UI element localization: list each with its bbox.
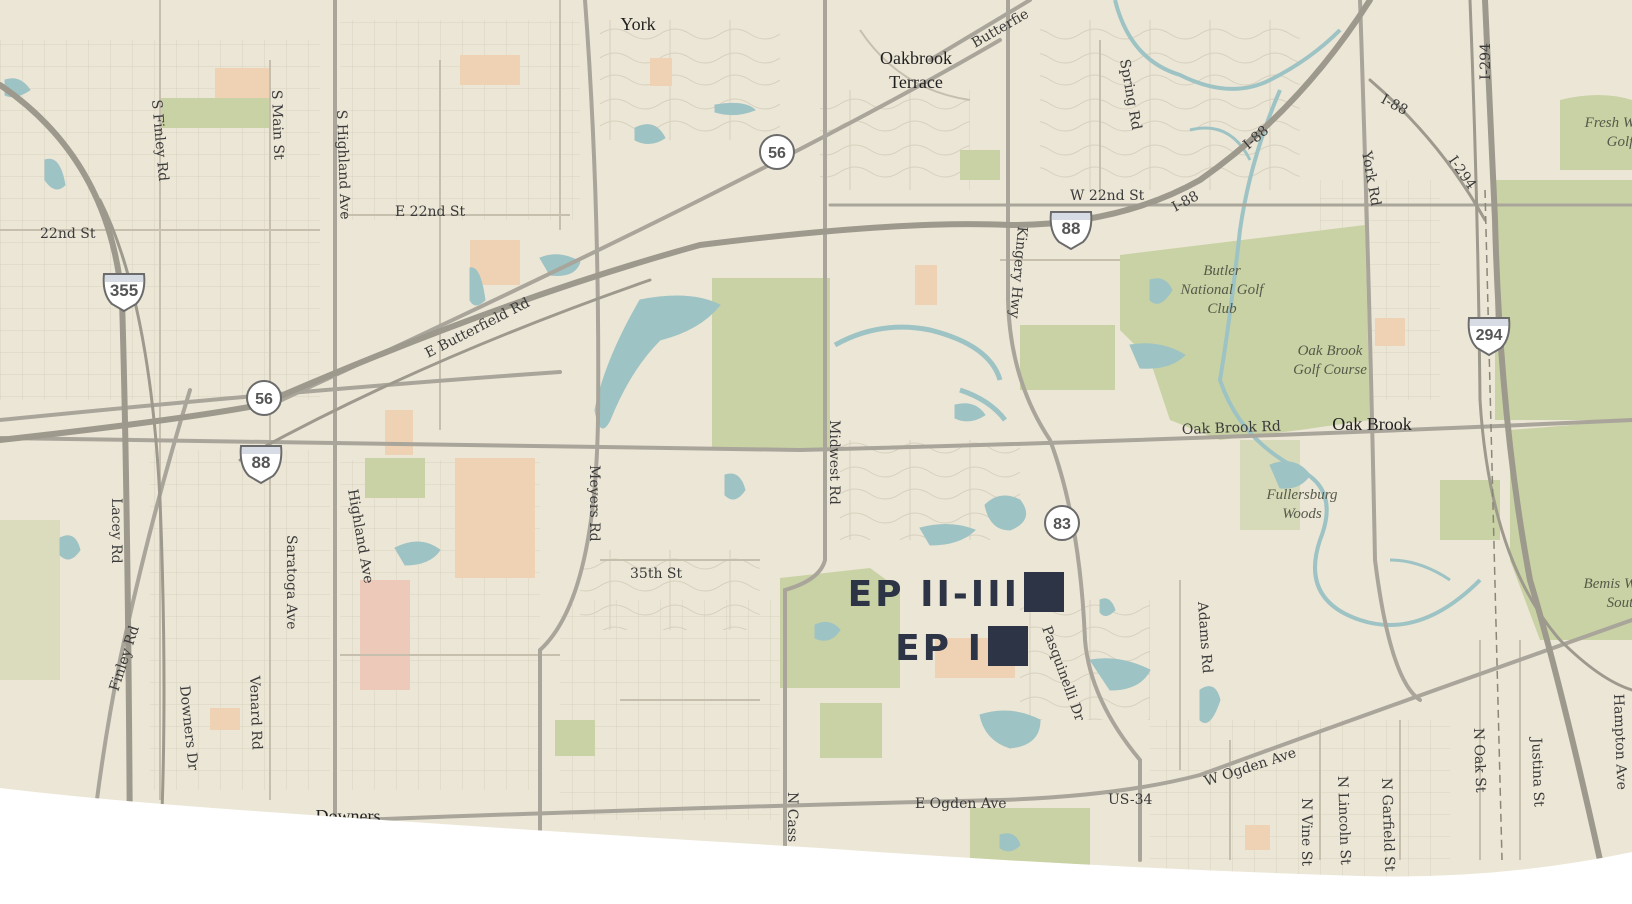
street-us34: US-34 — [1108, 792, 1153, 808]
interstate-88-west-number: 88 — [252, 453, 271, 472]
ep-markers[interactable]: EP II-III EP I — [848, 572, 1064, 669]
park-fullersburg-2: Woods — [1282, 506, 1322, 522]
route-56-north-shield: 56 — [759, 134, 795, 170]
interstate-294-shield: 294 — [1467, 317, 1511, 357]
street-justina: Justina St — [1528, 736, 1546, 808]
street-s-main: S Main St — [268, 90, 286, 161]
interstate-355-shield: 355 — [102, 273, 146, 313]
street-n-garfield: N Garfield St — [1378, 778, 1397, 873]
interstate-88-east-shield: 88 — [1049, 211, 1093, 251]
park-fresh-2: Golf — [1607, 134, 1632, 150]
city-downers-grove-line2: Grove — [326, 830, 371, 850]
park-oakbrook-golf-2: Golf Course — [1293, 362, 1367, 378]
water-bodies — [4, 0, 1482, 852]
street-n-lincoln: N Lincoln St — [1334, 776, 1353, 866]
route-83-shield: 83 — [1044, 505, 1080, 541]
street-e-22nd: E 22nd St — [395, 204, 466, 220]
marker-ep-ii-iii-square[interactable] — [1024, 572, 1064, 612]
park-bemis-2: Sout — [1607, 595, 1632, 611]
park-butler-1: Butler — [1203, 263, 1241, 279]
city-oak-brook: Oak Brook — [1332, 414, 1412, 434]
street-s-finley: S Finley Rd — [148, 99, 171, 182]
street-n-vine: N Vine St — [1298, 798, 1314, 866]
park-butler-2: National Golf — [1180, 282, 1266, 298]
route-83-number: 83 — [1053, 516, 1071, 533]
city-downers-grove-line1: Downers — [316, 806, 381, 826]
major-roads — [0, 0, 1632, 862]
street-n-cass: N Cass Ave — [784, 792, 800, 872]
interstate-294-number: 294 — [1476, 327, 1503, 344]
city-oakbrook-terrace-line1: Oakbrook — [880, 48, 952, 68]
minor-roads — [0, 0, 1521, 860]
commercial-areas — [210, 55, 1405, 850]
street-meyers: Meyers Rd — [586, 465, 602, 542]
park-oakbrook-golf-1: Oak Brook — [1298, 343, 1363, 359]
street-s-highland: S Highland Ave — [333, 110, 353, 220]
interstate-88-west-shield: 88 — [239, 445, 283, 485]
parks — [0, 95, 1632, 868]
marker-ep-i-label[interactable]: EP I — [895, 628, 984, 669]
county-line — [1484, 189, 1503, 861]
street-adams: Adams Rd — [1194, 600, 1215, 674]
park-bemis-1: Bemis W — [1584, 576, 1632, 592]
interstate-88-east-number: 88 — [1062, 219, 1081, 238]
city-york: York — [620, 14, 655, 34]
route-56-north-number: 56 — [768, 145, 786, 162]
route-56-south-number: 56 — [255, 391, 273, 408]
interstates — [0, 0, 1632, 863]
interstate-355-number: 355 — [110, 281, 138, 300]
street-i294-a: I-294 — [1478, 43, 1494, 80]
park-butler-3: Club — [1207, 301, 1237, 317]
street-venard: Venard Rd — [246, 675, 265, 751]
street-w-22nd: W 22nd St — [1070, 188, 1145, 204]
park-labels: Butler National Golf Club Oak Brook Golf… — [1180, 115, 1632, 611]
street-35th: 35th St — [630, 566, 682, 582]
park-fullersburg-1: Fullersburg — [1265, 487, 1338, 503]
route-56-south-shield: 56 — [246, 380, 282, 416]
city-oakbrook-terrace-line2: Terrace — [889, 72, 943, 92]
street-oak-brook-rd: Oak Brook Rd — [1182, 419, 1282, 438]
route-shields: 355 88 88 294 56 5 — [102, 134, 1511, 541]
street-hampton: Hampton Ave — [1610, 694, 1629, 791]
marker-ep-i-square[interactable] — [988, 626, 1028, 666]
park-fresh-1: Fresh W — [1584, 115, 1632, 131]
street-22nd: 22nd St — [40, 226, 96, 242]
street-n-oak: N Oak St — [1470, 728, 1488, 794]
marker-ep-ii-iii-label[interactable]: EP II-III — [848, 574, 1020, 615]
street-midwest: Midwest Rd — [826, 420, 842, 505]
street-saratoga: Saratoga Ave — [283, 535, 299, 630]
street-lacey: Lacey Rd — [108, 498, 124, 564]
street-e-ogden: E Ogden Ave — [915, 796, 1007, 812]
